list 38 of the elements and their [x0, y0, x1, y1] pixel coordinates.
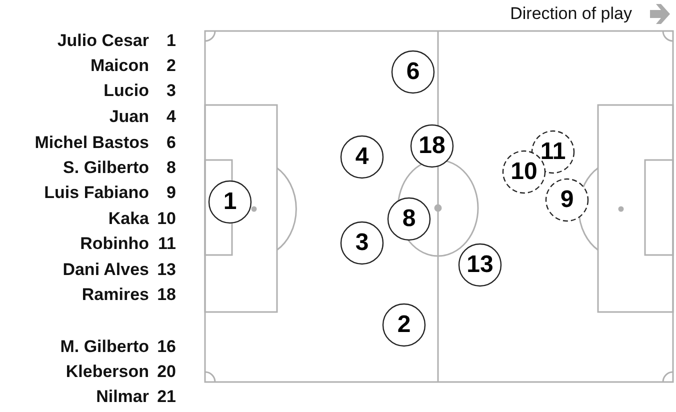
shirt-number: 21	[157, 387, 176, 407]
shirt-number: 8	[166, 158, 176, 178]
shirt-number: 3	[166, 81, 176, 101]
shirt-number: 16	[157, 337, 176, 357]
player-name: Juan	[109, 107, 149, 127]
player-marker: 18	[410, 124, 454, 168]
player-marker: 6	[391, 50, 435, 94]
substitute-player-marker: 9	[545, 178, 589, 222]
player-name: Maicon	[90, 56, 149, 76]
shirt-number: 20	[157, 362, 176, 382]
player-name: Kaka	[108, 209, 149, 229]
direction-label: Direction of play	[510, 4, 632, 24]
player-marker: 3	[340, 221, 384, 265]
player-name: M. Gilberto	[60, 337, 149, 357]
player-marker: 2	[382, 303, 426, 347]
player-name: Ramires	[82, 285, 149, 305]
shirt-number: 9	[166, 183, 176, 203]
shirt-number: 13	[157, 260, 176, 280]
player-name: Luis Fabiano	[44, 183, 149, 203]
player-marker: 8	[387, 197, 431, 241]
player-name: Nilmar	[96, 387, 149, 407]
player-name: S. Gilberto	[63, 158, 149, 178]
shirt-number: 18	[157, 285, 176, 305]
player-name: Kleberson	[66, 362, 149, 382]
player-marker: 4	[340, 135, 384, 179]
player-marker: 13	[458, 243, 502, 287]
shirt-number: 4	[166, 107, 176, 127]
shirt-number: 6	[166, 133, 176, 153]
player-name: Michel Bastos	[34, 133, 149, 153]
shirt-number: 10	[157, 209, 176, 229]
player-name: Lucio	[104, 81, 149, 101]
player-name: Dani Alves	[62, 260, 149, 280]
shirt-number: 11	[158, 234, 176, 254]
player-marker: 1	[208, 180, 252, 224]
player-name: Julio Cesar	[57, 31, 149, 51]
player-name: Robinho	[80, 234, 149, 254]
shirt-number: 2	[166, 56, 176, 76]
shirt-number: 1	[166, 31, 176, 51]
